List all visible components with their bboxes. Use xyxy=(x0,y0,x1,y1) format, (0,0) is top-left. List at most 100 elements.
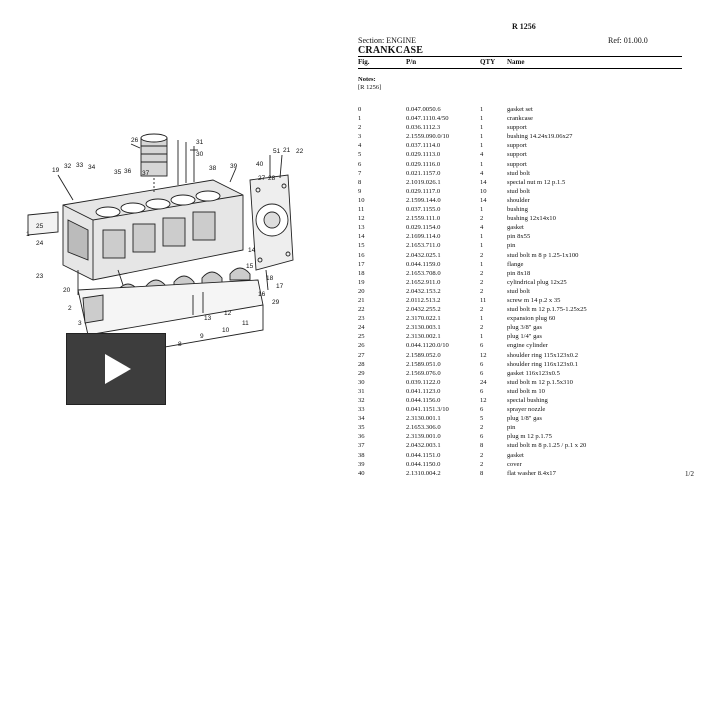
diagram-callout: 24 xyxy=(36,240,44,247)
part-fig: 14 xyxy=(358,233,365,241)
part-name: sprayer nozzle xyxy=(507,406,546,414)
part-qty: 1 xyxy=(480,106,484,113)
diagram-callout: 27 xyxy=(258,175,266,182)
part-fig: 17 xyxy=(358,260,365,268)
part-qty: 1 xyxy=(480,315,484,323)
diagram-callout: 10 xyxy=(222,327,230,334)
part-number: 2.1559.111.0 xyxy=(406,215,441,223)
part-qty: 2 xyxy=(480,451,484,459)
part-fig: 8 xyxy=(358,178,362,186)
col-pn: P/n xyxy=(406,58,417,66)
part-fig: 7 xyxy=(358,169,362,177)
part-number: 2.0112.513.2 xyxy=(406,296,441,304)
part-number: 0.044.1120.0/10 xyxy=(406,342,449,350)
part-number: 2.3130.003.1 xyxy=(406,324,441,332)
part-qty: 2 xyxy=(480,269,484,277)
diagram-callout: 29 xyxy=(272,299,280,306)
part-qty: 1 xyxy=(480,133,484,141)
part-fig: 37 xyxy=(358,442,365,450)
part-number: 2.1653.306.0 xyxy=(406,424,441,432)
part-fig: 27 xyxy=(358,351,365,359)
part-number: 2.3170.022.1 xyxy=(406,315,441,323)
part-fig: 34 xyxy=(358,415,365,423)
part-name: plug m 12 p.1.75 xyxy=(507,433,552,441)
part-name: cylindrical plug 12x25 xyxy=(507,278,567,286)
part-number: 0.044.1159.0 xyxy=(406,260,441,268)
part-qty: 6 xyxy=(480,433,484,441)
diagram-callout: 38 xyxy=(209,165,217,172)
part-qty: 1 xyxy=(480,115,484,123)
part-name: support xyxy=(507,160,527,168)
part-qty: 2 xyxy=(480,324,484,332)
part-qty: 6 xyxy=(480,360,484,368)
diagram-callout: 51 xyxy=(273,148,281,155)
part-name: stud bolt m 12 p.1.5x310 xyxy=(507,378,573,386)
part-number: 2.0432.153.2 xyxy=(406,287,441,295)
part-number: 2.0432.025.1 xyxy=(406,251,441,259)
part-number: 0.041.1151.3/10 xyxy=(406,406,449,414)
part-number: 2.1589.051.0 xyxy=(406,360,441,368)
part-fig: 1 xyxy=(358,115,362,123)
part-qty: 5 xyxy=(480,415,484,423)
diagram-callout: 13 xyxy=(204,315,212,322)
diagram-callout: 39 xyxy=(230,163,238,170)
section-label: Section: ENGINE xyxy=(358,36,416,45)
part-qty: 11 xyxy=(480,296,487,304)
part-number: 2.1653.711.0 xyxy=(406,242,441,250)
part-fig: 26 xyxy=(358,342,365,350)
part-number: 2.1310.004.2 xyxy=(406,469,441,477)
part-number: 0.037.1155.0 xyxy=(406,206,441,214)
diagram-callout: 35 xyxy=(114,169,122,176)
part-fig: 30 xyxy=(358,378,365,386)
diagram-callout: 33 xyxy=(76,162,84,169)
video-play-button[interactable] xyxy=(66,333,166,405)
part-name: engine cylinder xyxy=(507,342,548,350)
table-header: Fig. P/n QTY Name xyxy=(358,56,682,69)
part-name: stud bolt xyxy=(507,187,530,195)
part-name: stud bolt m 8 p 1.25-1x100 xyxy=(507,251,579,259)
diagram-callout: 8 xyxy=(178,341,182,348)
part-name: stud bolt xyxy=(507,287,530,295)
part-qty: 1 xyxy=(480,233,484,241)
diagram-callout: 9 xyxy=(200,333,204,340)
diagram-callout: 37 xyxy=(142,170,150,177)
diagram-callout: 32 xyxy=(64,163,72,170)
model-code: R 1256 xyxy=(512,22,536,31)
part-name: shoulder ring 116x123x0.1 xyxy=(507,360,578,368)
part-number: 2.1652.911.0 xyxy=(406,278,441,286)
part-name: stud bolt m 10 xyxy=(507,387,545,395)
part-fig: 35 xyxy=(358,424,365,432)
part-fig: 39 xyxy=(358,460,365,468)
diagram-callout: 30 xyxy=(196,151,204,158)
part-number: 0.047.1110.4/50 xyxy=(406,115,449,123)
notes-label: Notes: xyxy=(358,76,376,83)
part-number: 0.039.1122.0 xyxy=(406,378,441,386)
part-qty: 2 xyxy=(480,424,484,432)
part-number: 0.029.1154.0 xyxy=(406,224,441,232)
part-name: stud bolt m 8 p.1.25 / p.1 x 20 xyxy=(507,442,587,450)
part-qty: 4 xyxy=(480,224,484,232)
part-fig: 32 xyxy=(358,397,365,404)
part-fig: 4 xyxy=(358,142,362,150)
part-name: pin xyxy=(507,242,516,250)
part-name: gasket 116x123x0.5 xyxy=(507,369,560,377)
diagram-callout: 28 xyxy=(268,175,276,182)
